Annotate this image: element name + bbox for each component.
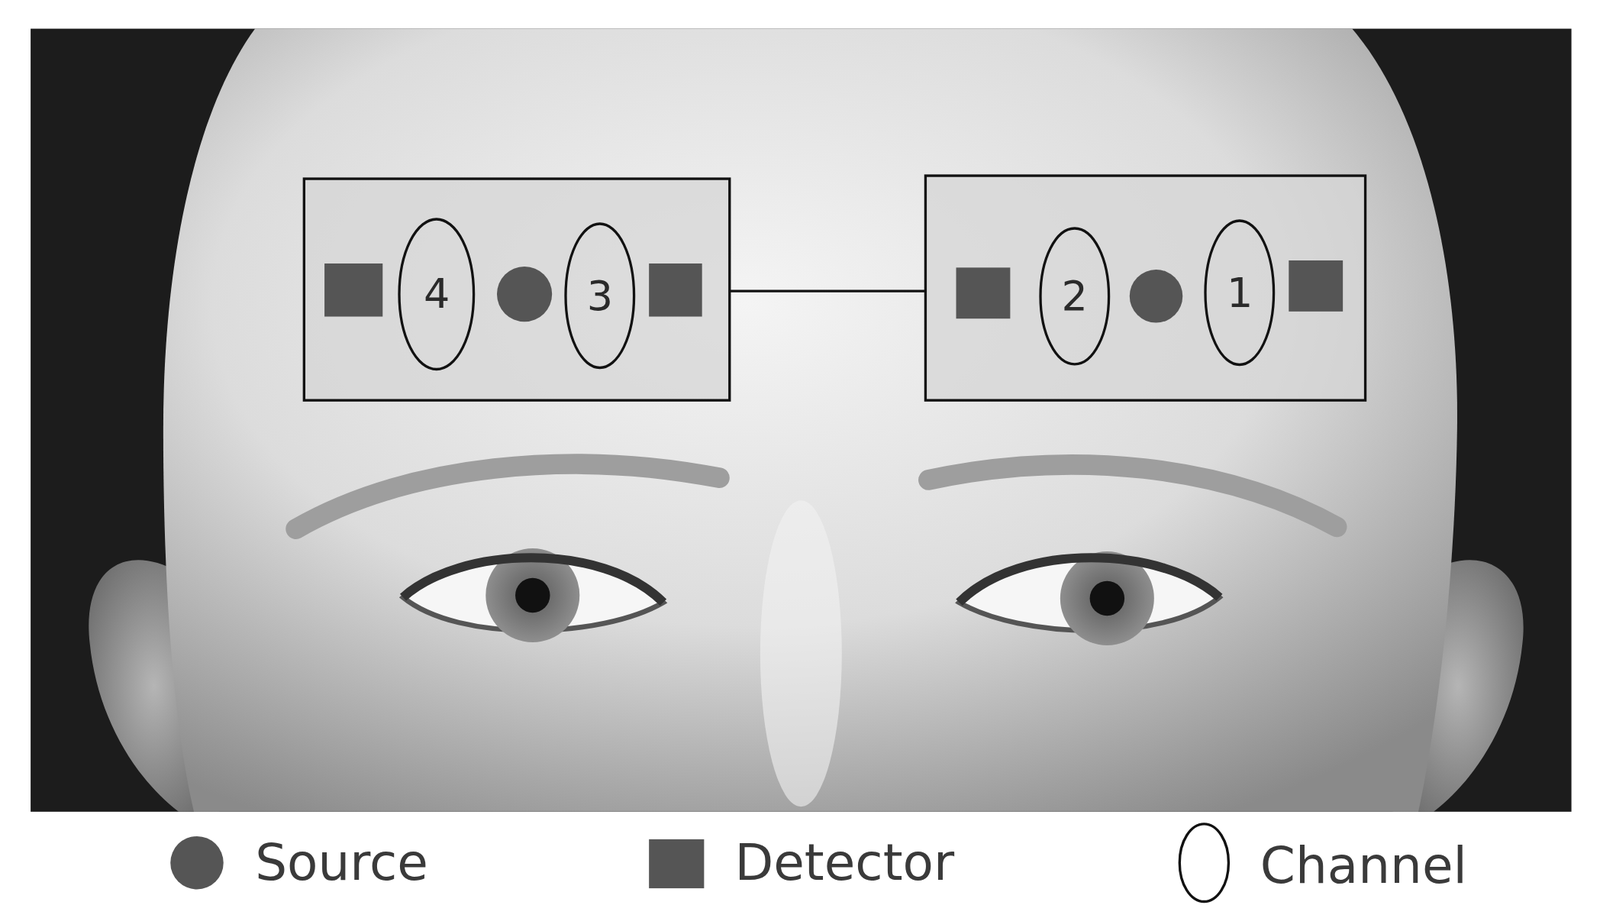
detector-symbol: [956, 267, 1011, 319]
legend-detector-sample: [648, 838, 704, 888]
source-symbol: [496, 266, 552, 322]
dark-background: [30, 29, 1571, 812]
right-probe-pad: [925, 175, 1365, 400]
channel-number: 3: [587, 275, 613, 317]
right-eyebrow: [928, 464, 1337, 526]
left-eye: [403, 548, 664, 642]
source-symbol: [1129, 269, 1184, 323]
channel-number: 2: [1061, 275, 1088, 317]
legend-label: Source: [254, 837, 429, 888]
left-probe-pad: [303, 178, 730, 400]
nose-highlight: [760, 500, 842, 807]
probe-cable: [729, 289, 926, 292]
right-eye: [959, 551, 1220, 646]
detector-symbol: [1288, 260, 1343, 312]
channel-number: 4: [423, 273, 450, 315]
legend-channel-sample: [1179, 823, 1229, 902]
channel-ellipse: 1: [1203, 219, 1276, 366]
channel-number: 1: [1226, 272, 1253, 314]
head: [163, 29, 1458, 812]
detector-symbol: [324, 263, 383, 317]
legend-source-sample: [170, 835, 224, 890]
channel-ellipse: 3: [564, 222, 636, 369]
channel-ellipse: 4: [397, 217, 476, 371]
legend-label: Detector: [734, 837, 955, 888]
detector-symbol: [648, 263, 703, 317]
legend-label: Channel: [1260, 840, 1468, 891]
channel-ellipse: 2: [1038, 226, 1111, 366]
left-eyebrow: [296, 464, 720, 530]
